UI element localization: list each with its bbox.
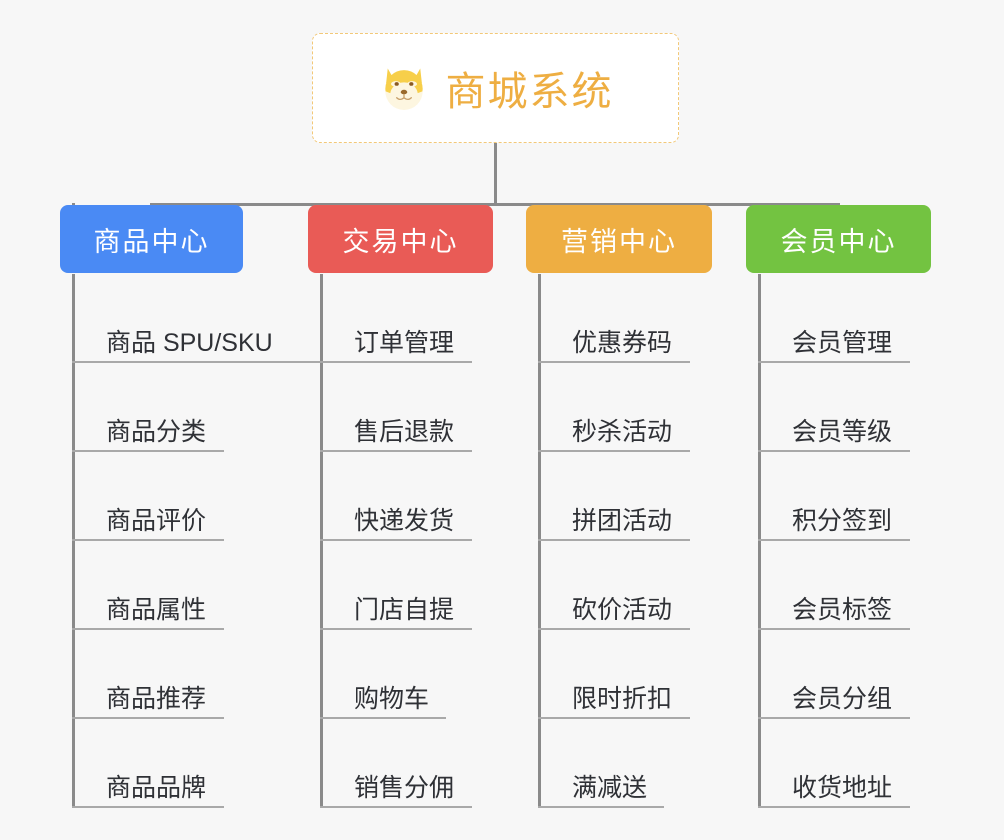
leaf-column-3: 优惠券码秒杀活动拼团活动砍价活动限时折扣满减送 [538, 274, 764, 808]
category-label: 营销中心 [561, 226, 677, 257]
leaf-item-label: 销售分佣 [354, 773, 455, 802]
leaf-item[interactable]: 会员等级 [758, 363, 910, 452]
leaf-item-label: 拼团活动 [572, 506, 673, 535]
leaf-item[interactable]: 秒杀活动 [538, 363, 690, 452]
leaf-item[interactable]: 优惠券码 [538, 274, 690, 363]
leaf-item-label: 积分签到 [792, 506, 893, 535]
column-spine-3 [538, 274, 541, 808]
column-spine-1 [72, 274, 75, 808]
category-box-4[interactable]: 会员中心 [746, 205, 931, 273]
leaf-item-label: 购物车 [354, 684, 430, 713]
leaf-column-4: 会员管理会员等级积分签到会员标签会员分组收货地址 [758, 274, 983, 808]
leaf-item-label: 售后退款 [354, 417, 455, 446]
leaf-item-label: 会员分组 [792, 684, 893, 713]
leaf-item[interactable]: 会员管理 [758, 274, 910, 363]
category-label: 会员中心 [780, 226, 897, 257]
leaf-column-2: 订单管理售后退款快递发货门店自提购物车销售分佣 [320, 274, 545, 808]
leaf-item-label: 会员等级 [792, 417, 893, 446]
category-label: 交易中心 [342, 226, 459, 257]
column-spine-4 [758, 274, 761, 808]
leaf-item[interactable]: 拼团活动 [538, 452, 690, 541]
leaf-item[interactable]: 商品分类 [72, 363, 224, 452]
leaf-item-label: 订单管理 [354, 328, 455, 357]
leaf-item[interactable]: 购物车 [320, 630, 446, 719]
root-title: 商城系统 [445, 70, 614, 114]
leaf-item-label: 商品属性 [106, 595, 207, 624]
leaf-item-label: 满减送 [572, 773, 648, 802]
category-box-1[interactable]: 商品中心 [60, 205, 243, 273]
leaf-item-label: 优惠券码 [572, 328, 673, 357]
leaf-item[interactable]: 快递发货 [320, 452, 472, 541]
leaf-item[interactable]: 商品品牌 [72, 719, 224, 808]
root-node[interactable]: 商城系统 [312, 33, 679, 143]
leaf-item[interactable]: 会员分组 [758, 630, 910, 719]
leaf-item-label: 会员管理 [792, 328, 893, 357]
leaf-item[interactable]: 限时折扣 [538, 630, 690, 719]
leaf-item[interactable]: 商品推荐 [72, 630, 224, 719]
leaf-item[interactable]: 会员标签 [758, 541, 910, 630]
leaf-item-label: 砍价活动 [572, 595, 673, 624]
leaf-item[interactable]: 商品 SPU/SKU [72, 274, 380, 363]
leaf-item[interactable]: 销售分佣 [320, 719, 472, 808]
leaf-item-label: 门店自提 [354, 595, 455, 624]
category-box-2[interactable]: 交易中心 [308, 205, 493, 273]
leaf-item-label: 快递发货 [354, 506, 455, 535]
category-label: 商品中心 [93, 226, 210, 257]
leaf-item[interactable]: 商品评价 [72, 452, 224, 541]
leaf-item[interactable]: 订单管理 [320, 274, 472, 363]
leaf-item[interactable]: 售后退款 [320, 363, 472, 452]
leaf-item-label: 会员标签 [792, 595, 893, 624]
leaf-item-label: 商品 SPU/SKU [106, 328, 273, 357]
leaf-item-label: 商品评价 [106, 506, 207, 535]
leaf-item[interactable]: 砍价活动 [538, 541, 690, 630]
connector-trunk [494, 143, 497, 205]
dog-face-icon [378, 62, 430, 114]
leaf-item[interactable]: 积分签到 [758, 452, 910, 541]
leaf-item-label: 商品品牌 [106, 773, 207, 802]
connector-bus [150, 203, 840, 206]
leaf-item-label: 限时折扣 [572, 684, 673, 713]
leaf-item[interactable]: 商品属性 [72, 541, 224, 630]
leaf-item-label: 商品分类 [106, 417, 207, 446]
leaf-item[interactable]: 门店自提 [320, 541, 472, 630]
leaf-item-label: 收货地址 [792, 773, 893, 802]
category-box-3[interactable]: 营销中心 [526, 205, 712, 273]
leaf-item-label: 商品推荐 [106, 684, 207, 713]
leaf-item[interactable]: 满减送 [538, 719, 664, 808]
leaf-item[interactable]: 收货地址 [758, 719, 910, 808]
leaf-item-label: 秒杀活动 [572, 417, 673, 446]
leaf-column-1: 商品 SPU/SKU 商品分类商品评价商品属性商品推荐商品品牌 [72, 274, 380, 808]
column-spine-2 [320, 274, 323, 808]
